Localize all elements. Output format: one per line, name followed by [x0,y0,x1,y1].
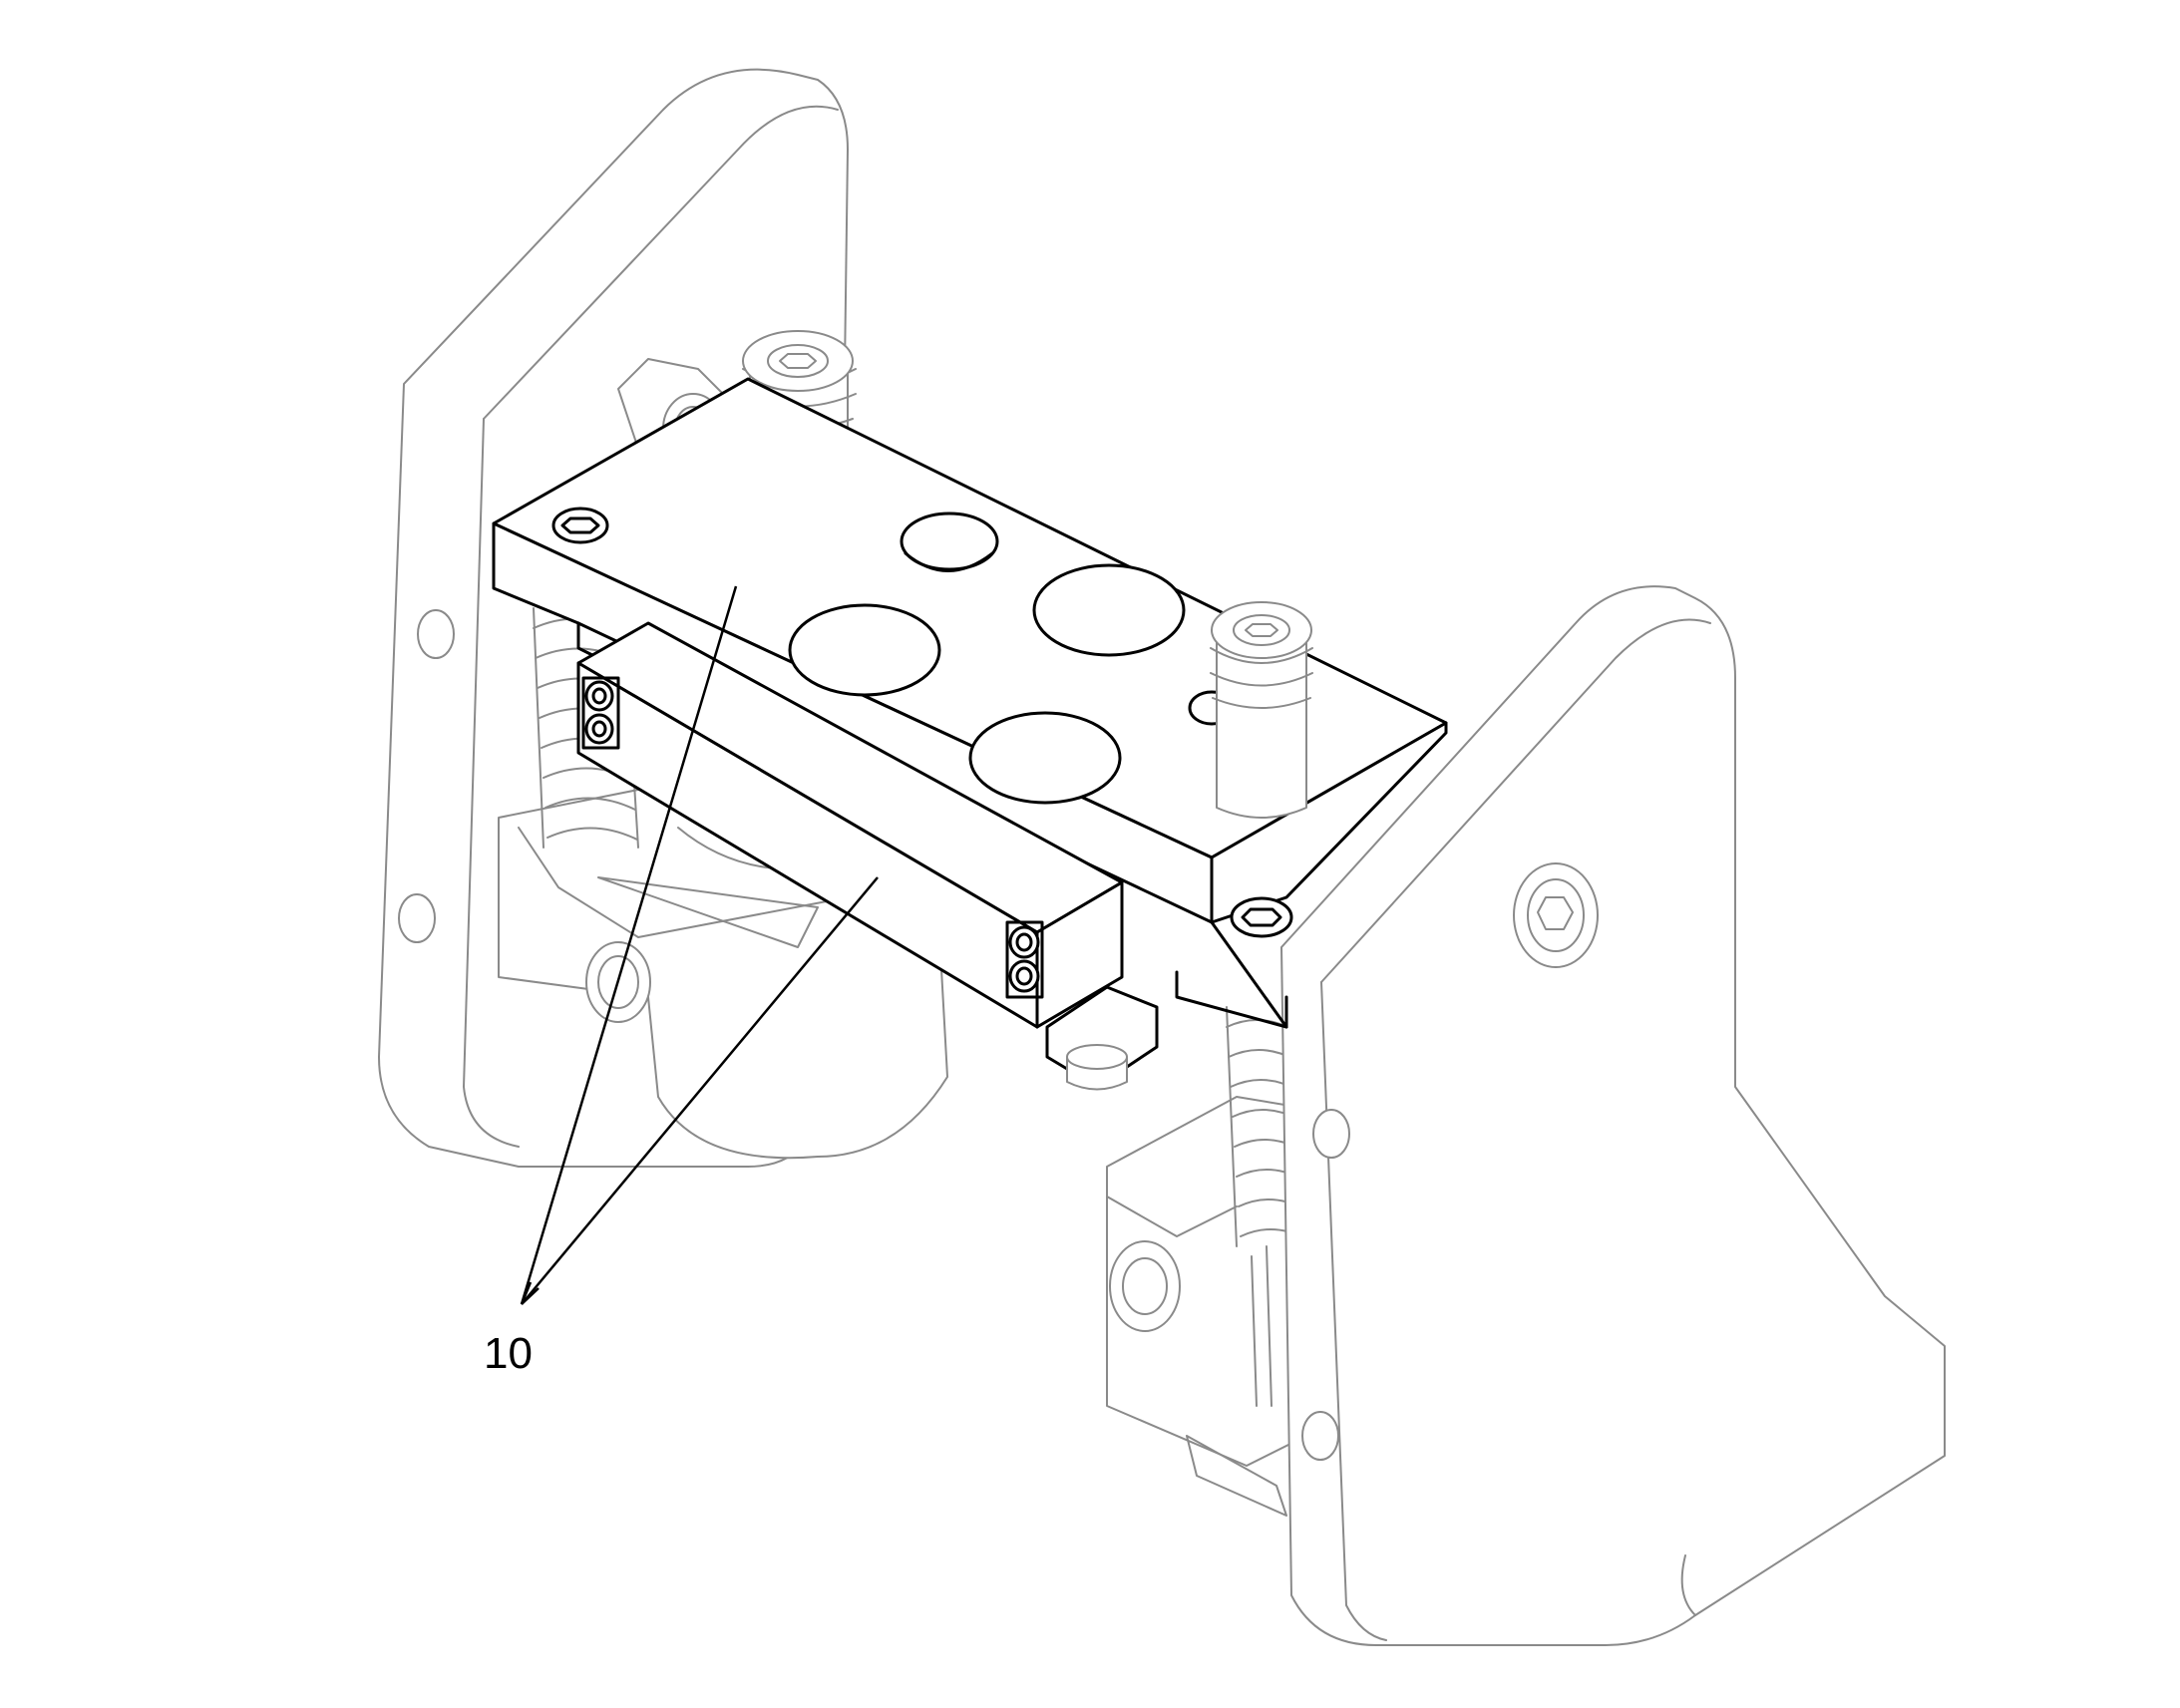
reference-leaders: 10 [484,585,879,1378]
right-lower-housing [1106,1096,1307,1517]
right-housing-bore-inner [1122,1257,1168,1315]
right-plate-hole-upper [1312,1109,1350,1159]
leader-arrowhead [520,1281,540,1305]
left-plate-hole-upper [417,609,455,659]
right-plate-screw-inner [1527,878,1585,952]
leader-line-to-lower-bar [521,876,879,1305]
clamp-bore-front [968,711,1122,805]
top-screw-left-head [551,507,609,544]
lower-clamp-bar [576,621,1159,1089]
right-cap-bolt [1210,601,1313,819]
clamp-bore-left [788,603,941,697]
reference-numeral-10: 10 [484,1329,533,1378]
clamp-bore-center [1032,563,1186,657]
top-screw-right-head [1230,896,1293,938]
top-clamp-block [492,377,1448,1029]
right-side-plate [1266,585,1946,1646]
left-plate-hole-lower [398,893,436,943]
under-bar-nut [1066,1044,1128,1091]
right-plate-hole-lower [1301,1411,1339,1461]
leader-line-to-top-block [520,585,738,1305]
